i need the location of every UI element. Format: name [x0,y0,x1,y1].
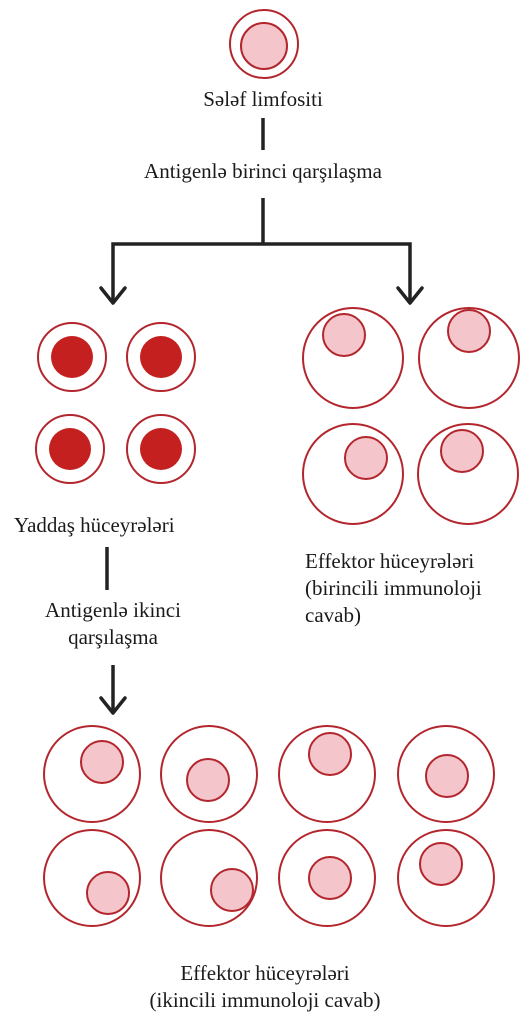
effector-primary-label: Effektor hüceyrələri (birincili immunolo… [305,548,482,629]
effector-primary-label-line3: cavab) [305,602,482,629]
first-encounter-label: Antigenlə birinci qarşılaşma [113,158,413,185]
effector-primary-cell [303,308,403,408]
effector-primary-label-line1: Effektor hüceyrələri [305,548,482,575]
effector-secondary-cell [44,830,140,926]
effector-secondary-label-line2: (ikincili immunoloji cavab) [100,987,430,1014]
effector-secondary-group [44,726,494,926]
effector-primary-cell [419,308,519,408]
precursor-cell [230,10,298,78]
second-encounter-label: Antigenlə ikinci qarşılaşma [18,597,208,651]
effector-secondary-cell [44,726,140,822]
precursor-label: Sələf limfositi [163,86,363,113]
effector-primary-cell [303,424,403,524]
branch-line [113,244,410,300]
effector-secondary-cell [398,830,494,926]
effector-primary-group [303,308,519,524]
memory-cell [38,323,106,391]
memory-cell [127,415,195,483]
effector-secondary-label: Effektor hüceyrələri (ikincili immunoloj… [100,960,430,1014]
effector-secondary-cell [161,726,257,822]
effector-secondary-cell [398,726,494,822]
effector-secondary-cell [279,830,375,926]
effector-secondary-cell [279,726,375,822]
effector-secondary-label-line1: Effektor hüceyrələri [100,960,430,987]
second-encounter-label-line1: Antigenlə ikinci [18,597,208,624]
effector-primary-cell [418,424,518,524]
memory-cell [127,323,195,391]
memory-cells-group [36,323,195,483]
effector-secondary-cell [161,830,257,926]
second-encounter-label-line2: qarşılaşma [18,624,208,651]
memory-cells-label: Yaddaş hüceyrələri [14,512,175,539]
effector-primary-label-line2: (birincili immunoloji [305,575,482,602]
memory-cell [36,415,104,483]
